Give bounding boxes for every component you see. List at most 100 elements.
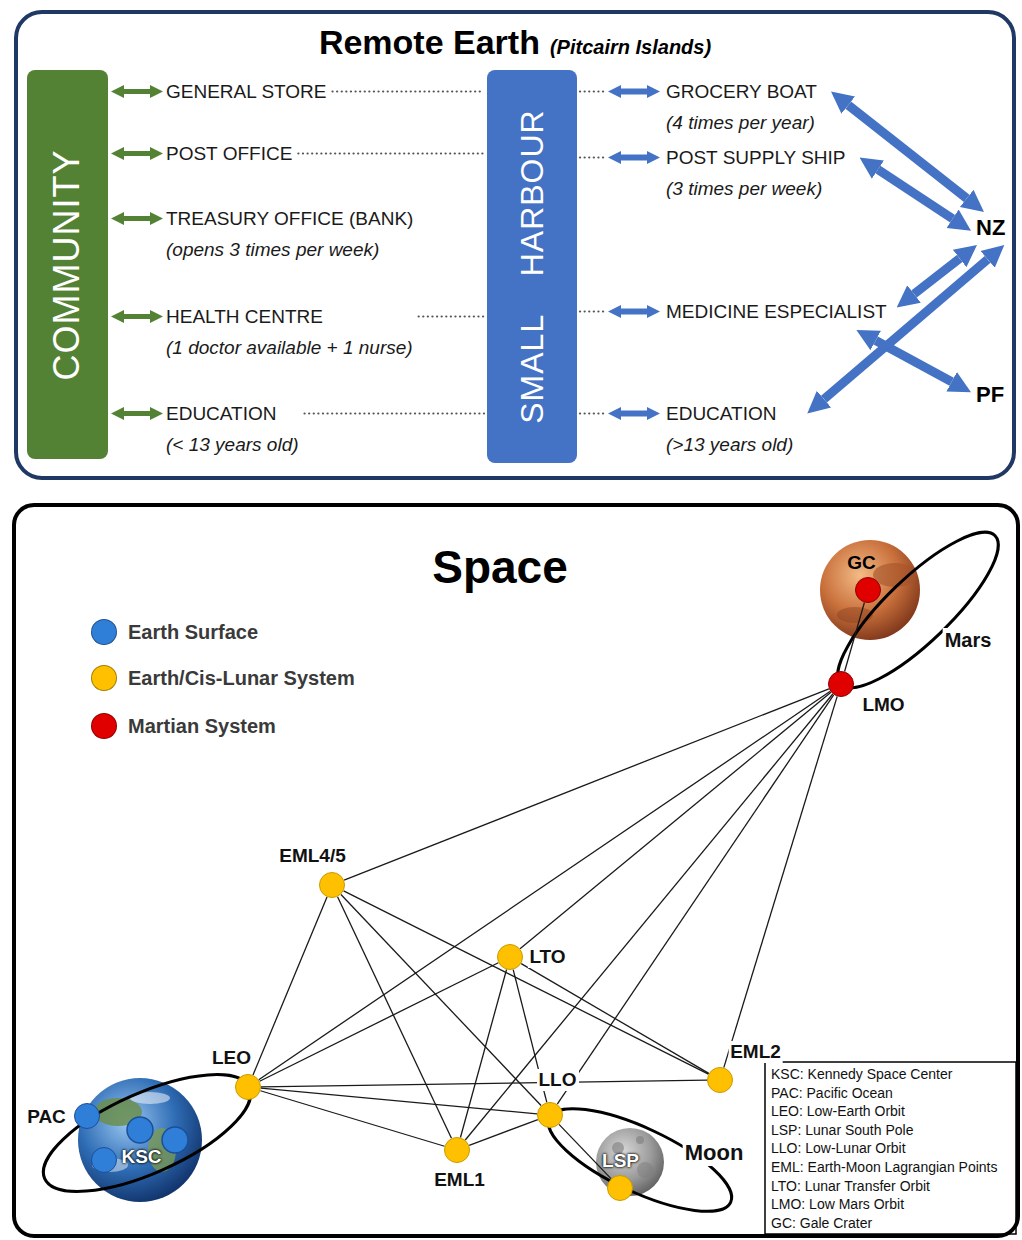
connector [124, 316, 150, 317]
node-label: LTO [527, 946, 567, 968]
connector [261, 1080, 707, 1087]
node-label: EML1 [432, 1169, 487, 1191]
connector [260, 1091, 444, 1146]
transfer-link [259, 691, 830, 1079]
place-tag: NZ [974, 214, 1007, 242]
connector [124, 413, 150, 414]
legend-text: Earth Surface [128, 621, 258, 644]
connector [344, 689, 829, 880]
double-arrow [621, 89, 647, 95]
planet-name: Moon [683, 1140, 746, 1166]
connector [580, 157, 647, 158]
key-line: LSP: Lunar South Pole [771, 1121, 997, 1140]
legend-swatch [91, 665, 117, 691]
key-box [765, 1062, 1016, 1234]
orbit-node: EML4/5 [319, 872, 345, 898]
item-title: GENERAL STORE [166, 76, 327, 107]
transfer-link [724, 696, 837, 1067]
double-arrow [878, 170, 953, 219]
transfer-link [344, 689, 829, 880]
node-label: LEO [210, 1047, 253, 1069]
connector [580, 413, 647, 414]
transfer-link [460, 970, 506, 1138]
transfer-link [253, 897, 327, 1075]
service-item: HEALTH CENTRE(1 doctor available + 1 nur… [162, 301, 417, 363]
legend-swatch [91, 713, 117, 739]
dotted-link [419, 315, 484, 317]
item-title: EDUCATION [166, 398, 299, 429]
key-line: LLO: Low-Lunar Orbit [771, 1139, 997, 1158]
region-panel: Remote Earth(Pitcairn Islands)COMMUNITYG… [14, 10, 1016, 480]
transfer-link [338, 897, 452, 1138]
item-note: (3 times per week) [666, 173, 846, 204]
community-band: COMMUNITY [27, 70, 108, 459]
orbit-node: EML1 [444, 1137, 470, 1163]
dotted-link [580, 310, 605, 312]
connector [261, 1088, 537, 1114]
connector [557, 695, 833, 1104]
item-note: (>13 years old) [666, 429, 793, 460]
legend-swatch [91, 619, 117, 645]
transfer-link [261, 1088, 537, 1114]
node-label: PAC [25, 1106, 68, 1128]
node-label: KSC [119, 1146, 163, 1168]
legend-text: Martian System [128, 715, 276, 738]
node-label: LSP [600, 1150, 641, 1172]
double-arrow [824, 259, 988, 399]
service-item: POST OFFICE [162, 138, 296, 169]
orbit-node: LLO [537, 1102, 563, 1128]
dotted-link [580, 412, 605, 414]
connector [845, 602, 865, 671]
key-line: LEO: Low-Earth Orbit [771, 1102, 997, 1121]
surface-node: KSC [91, 1147, 117, 1173]
legend-row: Earth Surface [91, 618, 258, 646]
harbour-band: SMALL HARBOUR [487, 70, 577, 463]
transfer-link [845, 602, 865, 671]
transfer-link [520, 692, 831, 948]
connector [344, 891, 709, 1074]
orbit-node: LMO [828, 671, 854, 697]
connector [419, 316, 484, 317]
mars-illustration [819, 513, 1018, 708]
node-label: EML2 [728, 1041, 783, 1063]
connector [124, 218, 150, 219]
key-text-block: KSC: Kennedy Space CenterPAC: Pacific Oc… [771, 1065, 997, 1232]
key-line: GC: Gale Crater [771, 1214, 997, 1233]
item-note: (1 doctor available + 1 nurse) [166, 332, 413, 363]
earth-illustration [28, 1051, 265, 1215]
transfer-link [341, 894, 541, 1105]
item-title: PF [976, 381, 1004, 409]
region-panel: SpacePAC KSC LEO EML1 LLO LSP EML2 LTO EML4/5 LMO… [12, 503, 1020, 1238]
connector [520, 692, 831, 948]
surface-node: PAC [74, 1103, 100, 1129]
supply-item: EDUCATION(>13 years old) [662, 398, 797, 460]
connector [341, 894, 541, 1105]
node-label: LLO [537, 1069, 579, 1091]
panel-heading: Space [16, 540, 984, 605]
dotted-link [580, 156, 605, 158]
legend-row: Earth/Cis-Lunar System [91, 664, 355, 692]
connector [333, 91, 485, 92]
legend-row: Martian System [91, 712, 276, 740]
key-line: LTO: Lunar Transfer Orbit [771, 1177, 997, 1196]
item-title: TREASURY OFFICE (BANK) [166, 203, 413, 234]
band-label: SMALL HARBOUR [514, 109, 551, 423]
connector [580, 311, 647, 312]
connector [460, 970, 506, 1138]
node-label: LMO [860, 694, 906, 716]
double-arrow [124, 411, 150, 416]
transfer-link [260, 1091, 444, 1146]
connector [338, 897, 452, 1138]
connector [878, 170, 953, 219]
item-title: MEDICINE ESPECIALIST [666, 296, 887, 327]
connector [259, 691, 830, 1079]
connector [305, 413, 484, 414]
double-arrow [876, 340, 952, 381]
dotted-link [298, 152, 484, 154]
item-note: (< 13 years old) [166, 429, 299, 460]
item-title: GROCERY BOAT [666, 76, 817, 107]
surface-node: LSP [607, 1175, 633, 1201]
connector [580, 91, 647, 92]
transfer-link [261, 1080, 707, 1087]
item-note: (opens 3 times per week) [166, 234, 413, 265]
